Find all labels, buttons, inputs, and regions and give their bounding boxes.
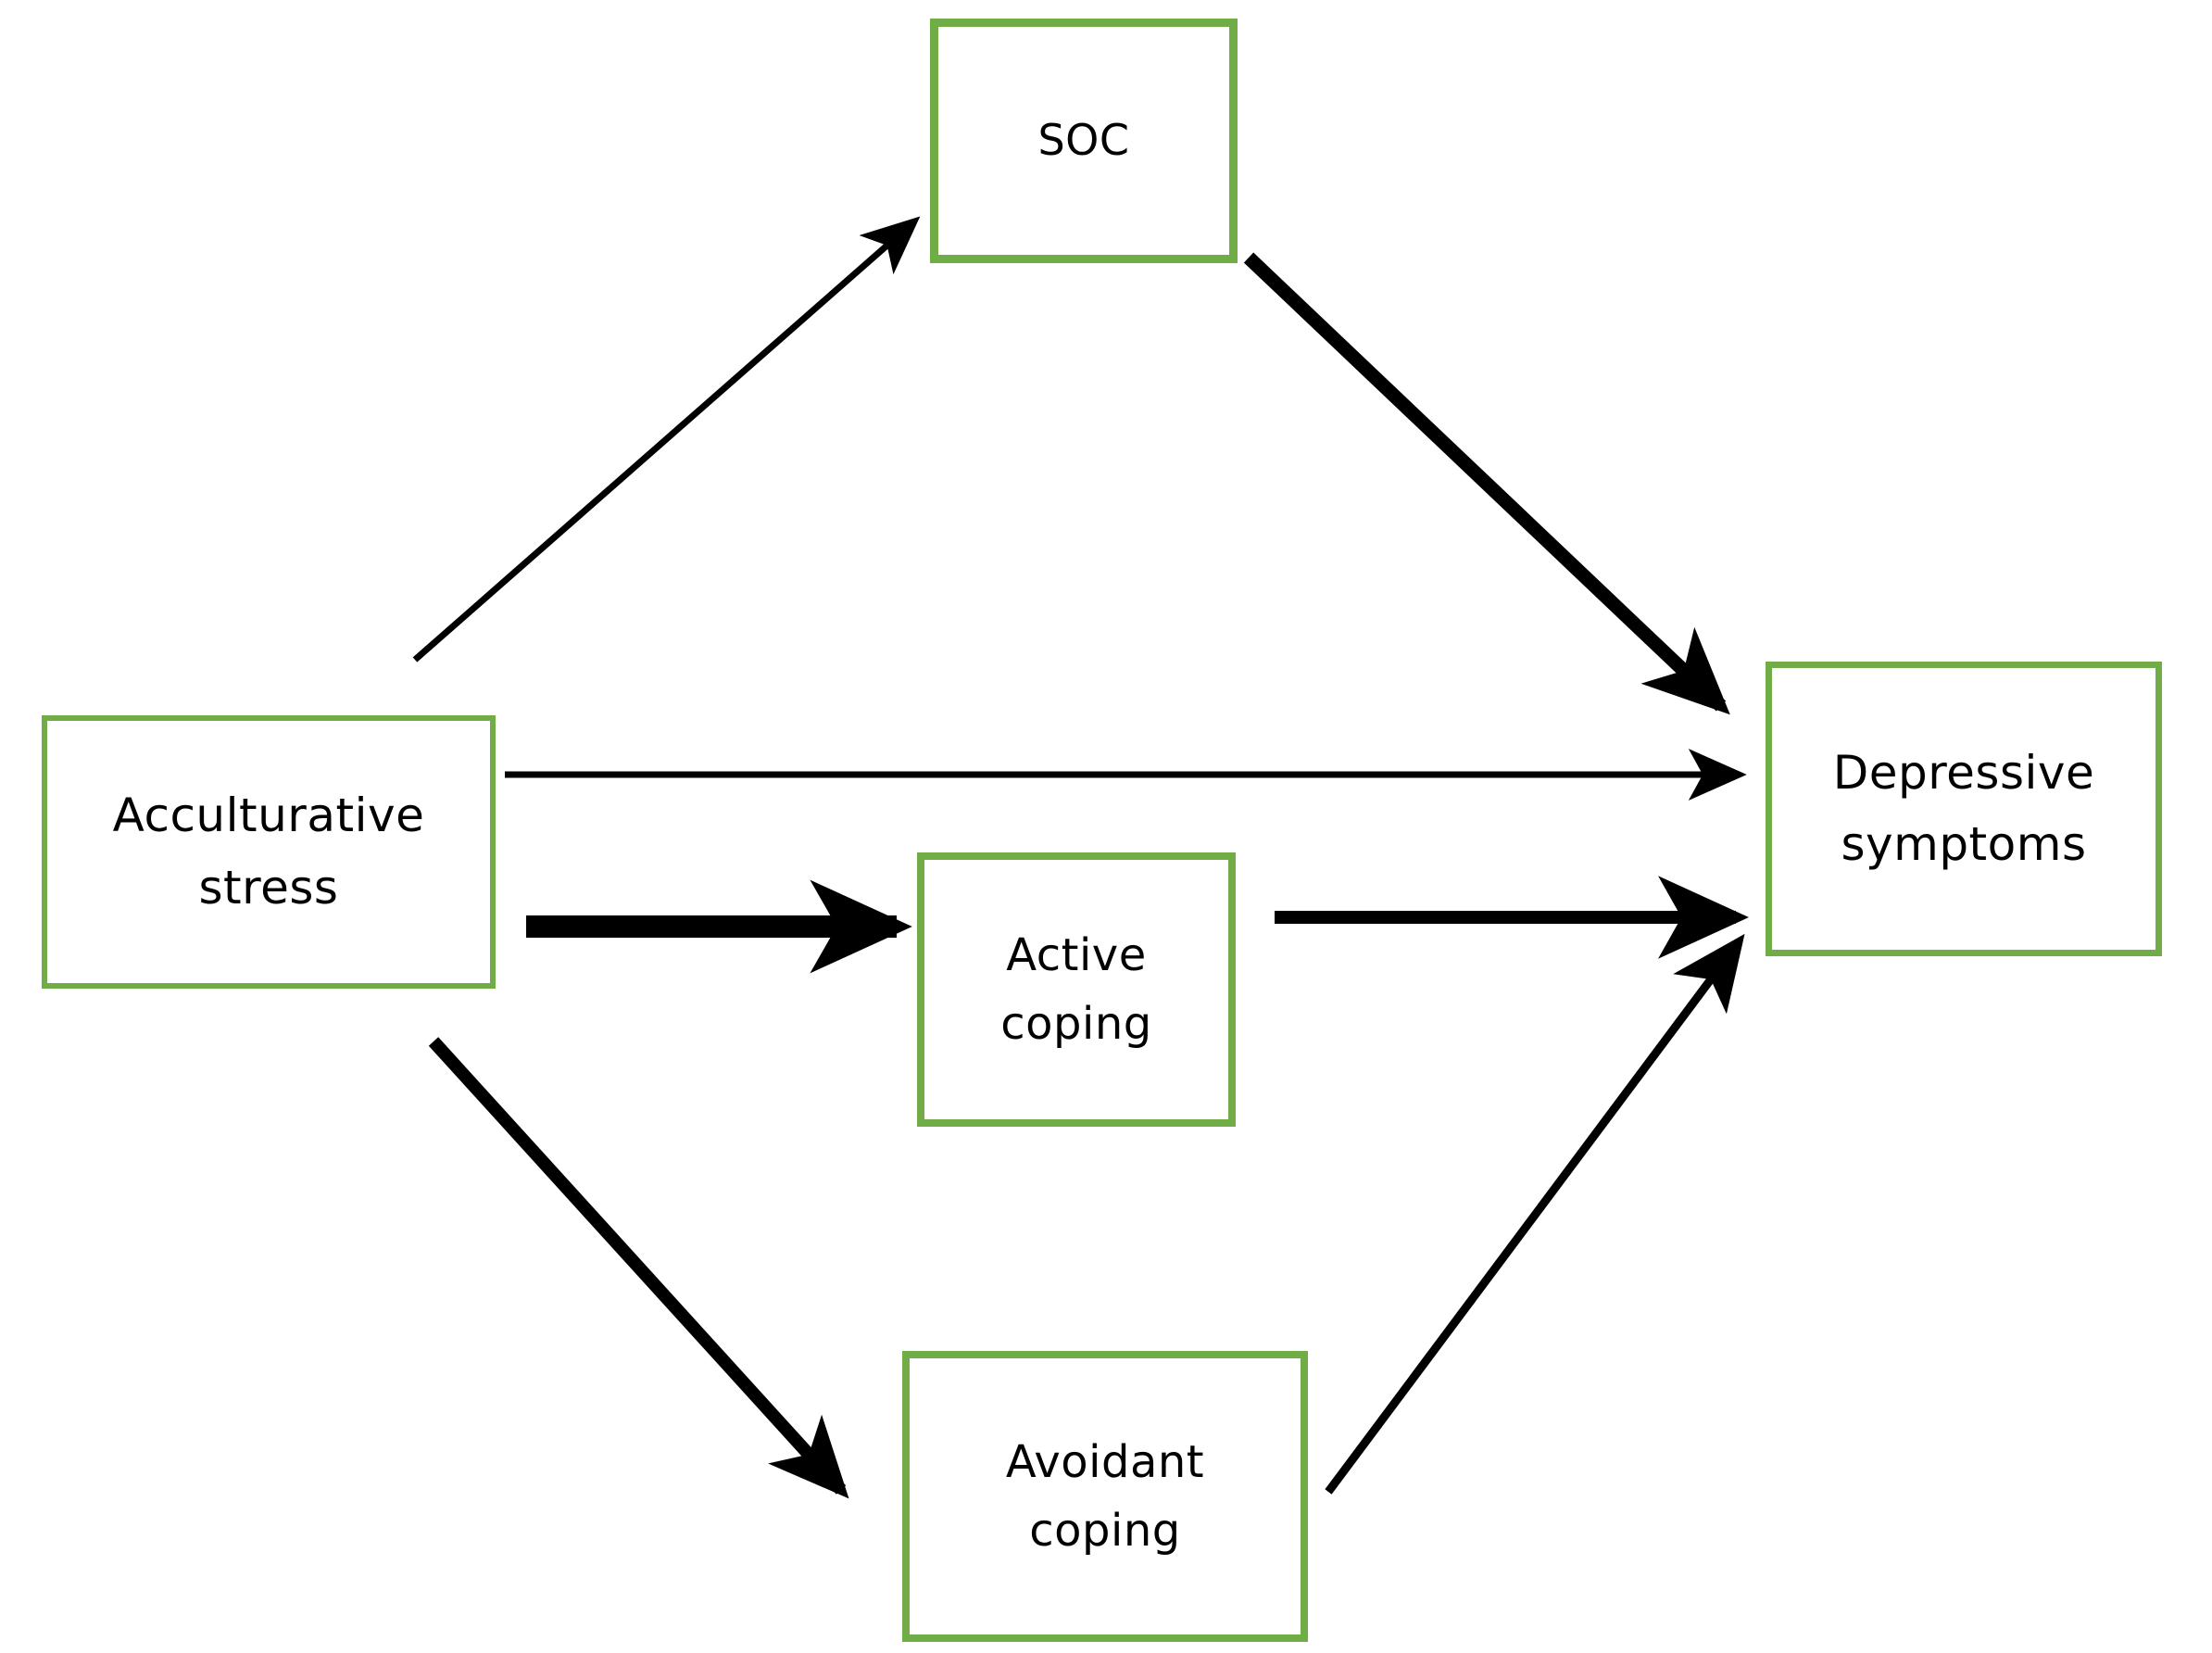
node-active-coping-label-line-2: coping xyxy=(1000,998,1152,1050)
node-depressive-symptoms[interactable]: Depressive symptoms xyxy=(1766,662,2162,956)
node-depressive-symptoms-label-line-1: Depressive xyxy=(1832,745,2095,800)
node-active-coping[interactable]: Active coping xyxy=(917,852,1236,1127)
node-soc[interactable]: SOC xyxy=(930,19,1238,263)
node-acculturative-stress[interactable]: Acculturative stress xyxy=(42,715,496,989)
node-depressive-symptoms-label-line-2: symptoms xyxy=(1841,817,2087,871)
node-avoidant-coping-label-line-2: coping xyxy=(1029,1505,1181,1557)
edge-soc-to-depressive xyxy=(1243,252,1730,715)
node-avoidant-coping-label-line-1: Avoidant xyxy=(1005,1435,1205,1488)
edge-stress-to-avoidant-coping xyxy=(428,1037,849,1499)
node-soc-label-line-1: SOC xyxy=(1037,115,1130,166)
node-acculturative-stress-label-line-2: stress xyxy=(198,860,339,915)
node-avoidant-coping[interactable]: Avoidant coping xyxy=(902,1351,1308,1642)
node-acculturative-stress-label-line-1: Acculturative xyxy=(112,789,425,842)
edge-avoidant-coping-to-depressive xyxy=(1325,933,1745,1495)
node-active-coping-label-line-1: Active xyxy=(1006,928,1147,981)
edge-stress-to-soc xyxy=(412,216,921,662)
